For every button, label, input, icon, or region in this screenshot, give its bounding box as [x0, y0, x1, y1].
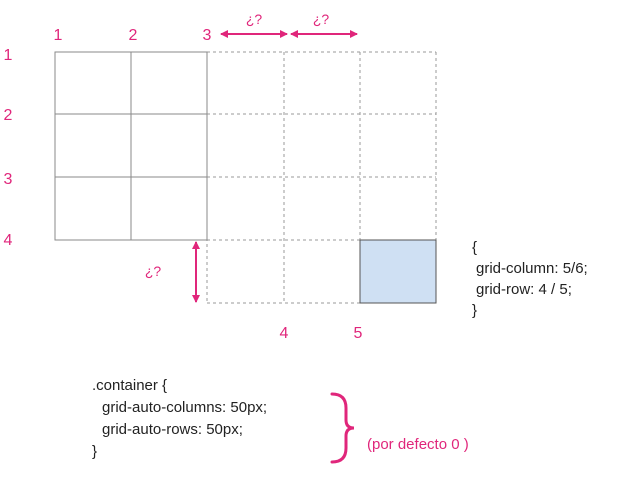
default-note: (por defecto 0 ) — [367, 436, 469, 453]
implicit-grid — [206, 51, 437, 304]
col-line-label-1: 1 — [54, 27, 63, 44]
unknown-width-label-1: ¿? — [246, 11, 263, 27]
item-rule-close: } — [472, 302, 477, 319]
container-rule-selector: .container { — [92, 377, 167, 394]
item-rule-open: { — [472, 239, 477, 256]
col-line-label-5: 5 — [354, 325, 363, 342]
row-line-label-1: 1 — [4, 47, 13, 64]
row-line-label-2: 2 — [4, 107, 13, 124]
container-rule-auto-columns: grid-auto-columns: 50px; — [102, 399, 267, 416]
col-line-label-4: 4 — [280, 325, 289, 342]
col-line-label-3: 3 — [203, 27, 212, 44]
col-line-label-2: 2 — [129, 27, 138, 44]
curly-brace — [330, 392, 355, 464]
container-rule-close: } — [92, 443, 97, 460]
item-rule-grid-row: grid-row: 4 / 5; — [476, 281, 572, 298]
item-rule-grid-column: grid-column: 5/6; — [476, 260, 588, 277]
row-line-label-3: 3 — [4, 171, 13, 188]
explicit-grid — [54, 51, 208, 241]
unknown-width-label-2: ¿? — [313, 11, 330, 27]
container-css-rule: .container { grid-auto-columns: 50px; gr… — [92, 377, 267, 460]
row-line-label-4: 4 — [4, 232, 13, 249]
container-rule-auto-rows: grid-auto-rows: 50px; — [102, 421, 243, 438]
item-css-rule: { grid-column: 5/6; grid-row: 4 / 5; } — [472, 239, 588, 319]
unknown-height-label: ¿? — [145, 263, 162, 279]
highlighted-grid-item — [359, 239, 437, 304]
